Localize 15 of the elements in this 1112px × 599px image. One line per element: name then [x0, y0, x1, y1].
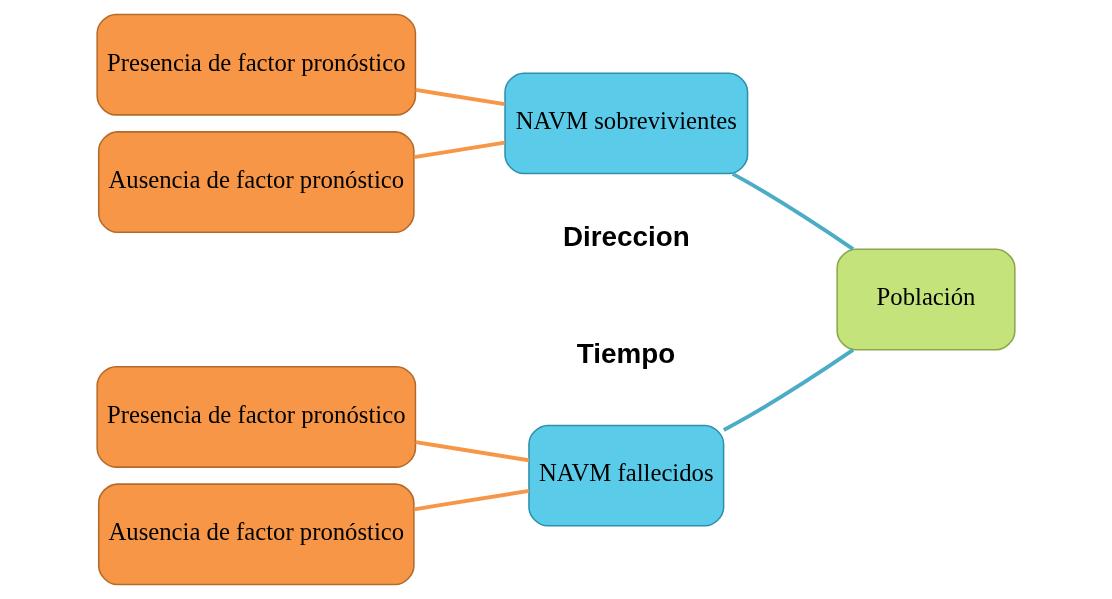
connector — [731, 172, 855, 251]
connector — [415, 440, 530, 463]
label: Tiempo — [576, 338, 676, 370]
connector — [415, 88, 505, 107]
node-box: NAVM fallecidos — [528, 424, 725, 527]
node-box: Presencia de factor pronóstico — [96, 365, 417, 468]
connector — [413, 489, 530, 512]
label: Direccion — [562, 221, 690, 253]
node-box: NAVM sobrevivientes — [504, 72, 749, 175]
connector — [722, 348, 855, 432]
node-box: Presencia de factor pronóstico — [96, 13, 417, 116]
node-box: Ausencia de factor pronóstico — [97, 483, 415, 586]
node-box: Población — [836, 248, 1016, 351]
connector — [414, 140, 505, 159]
node-box: Ausencia de factor pronóstico — [97, 131, 415, 234]
